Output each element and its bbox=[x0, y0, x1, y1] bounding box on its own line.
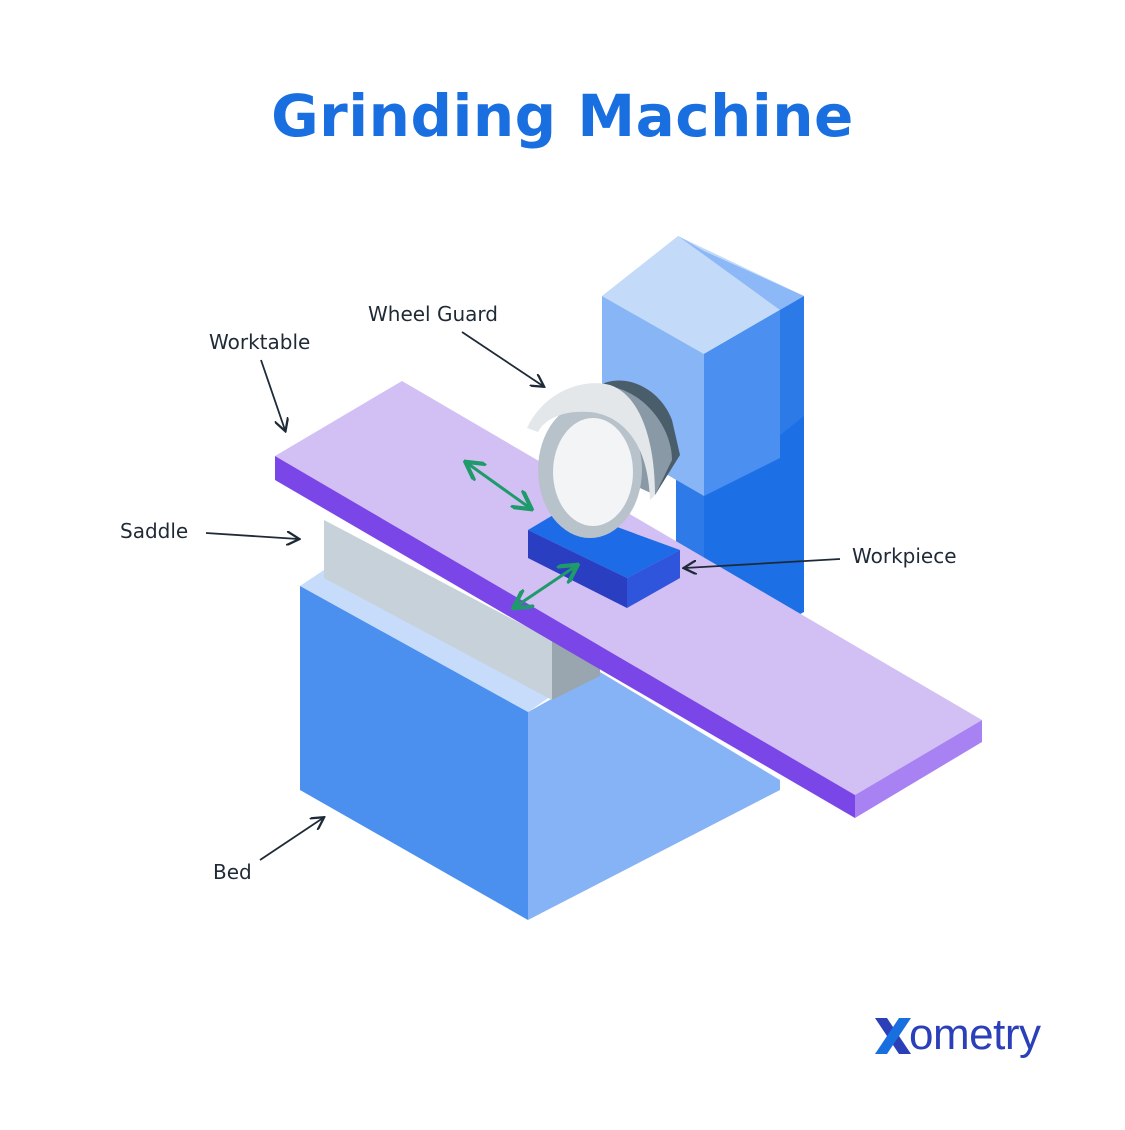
motion-arrows bbox=[467, 463, 576, 607]
wheel-guard bbox=[527, 380, 680, 538]
wheel-guard-arrow bbox=[461, 331, 543, 386]
x-logo-icon bbox=[875, 1018, 911, 1054]
worktable-arrow bbox=[260, 359, 285, 430]
bed-arrow bbox=[259, 818, 323, 861]
page-title: Grinding Machine bbox=[271, 82, 854, 150]
label-bed: Bed bbox=[213, 860, 252, 884]
bed bbox=[300, 566, 780, 920]
label-saddle: Saddle bbox=[120, 519, 189, 543]
label-arrows bbox=[205, 331, 841, 861]
workpiece-arrow bbox=[685, 558, 841, 568]
label-workpiece: Workpiece bbox=[852, 544, 957, 568]
brand-wordmark: ometry bbox=[909, 1010, 1041, 1059]
label-worktable: Worktable bbox=[209, 330, 311, 354]
saddle-arrow bbox=[205, 533, 298, 539]
label-wheel-guard: Wheel Guard bbox=[368, 302, 498, 326]
